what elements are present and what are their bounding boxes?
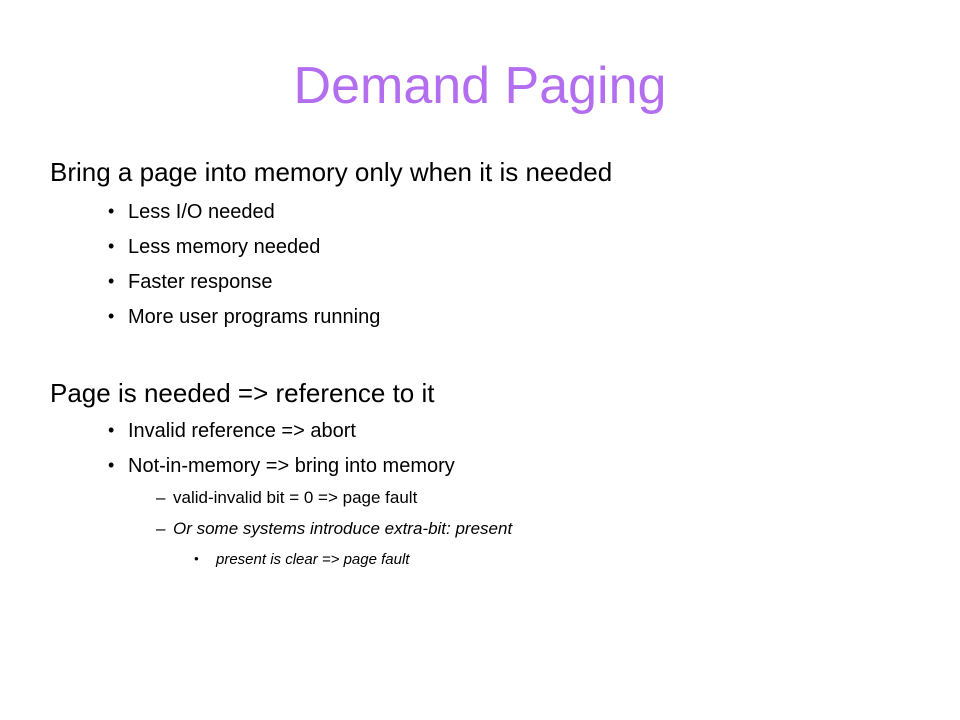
dash-marker: –	[156, 488, 166, 507]
sub-item-text: valid-invalid bit = 0 => page fault	[173, 488, 418, 507]
dash-marker: –	[156, 519, 166, 538]
sub-sub-item-text: present is clear => page fault	[216, 551, 410, 568]
bullet-text: More user programs running	[128, 306, 381, 328]
slide-title: Demand Paging	[293, 57, 667, 115]
bullet-marker: •	[108, 306, 115, 326]
bullet-faster-response: • Faster response	[108, 271, 273, 294]
bullet-text: Not-in-memory => bring into memory	[128, 455, 455, 477]
bullet-text: Faster response	[128, 271, 273, 293]
bullet-marker: •	[108, 455, 115, 475]
bullet-marker: •	[108, 236, 115, 256]
bullet-marker: •	[108, 201, 115, 221]
sub-item-extra-bit: – Or some systems introduce extra-bit: p…	[156, 519, 513, 539]
section-heading-reference: Page is needed => reference to it	[50, 378, 435, 408]
bullet-less-memory: • Less memory needed	[108, 236, 321, 259]
bullet-invalid-reference: • Invalid reference => abort	[108, 420, 356, 443]
sub-sub-item-present-clear: • present is clear => page fault	[194, 551, 410, 568]
bullet-less-io: • Less I/O needed	[108, 201, 275, 224]
bullet-marker: •	[108, 420, 115, 440]
sub-item-valid-invalid: – valid-invalid bit = 0 => page fault	[156, 488, 418, 508]
bullet-marker: •	[108, 271, 115, 291]
bullet-text: Less I/O needed	[128, 201, 275, 223]
bullet-not-in-memory: • Not-in-memory => bring into memory	[108, 455, 455, 478]
bullet-marker: •	[194, 551, 199, 566]
bullet-text: Invalid reference => abort	[128, 420, 356, 442]
sub-item-text: Or some systems introduce extra-bit: pre…	[173, 519, 513, 538]
section-heading-demand: Bring a page into memory only when it is…	[50, 157, 613, 187]
bullet-text: Less memory needed	[128, 236, 321, 258]
bullet-more-programs: • More user programs running	[108, 306, 381, 329]
